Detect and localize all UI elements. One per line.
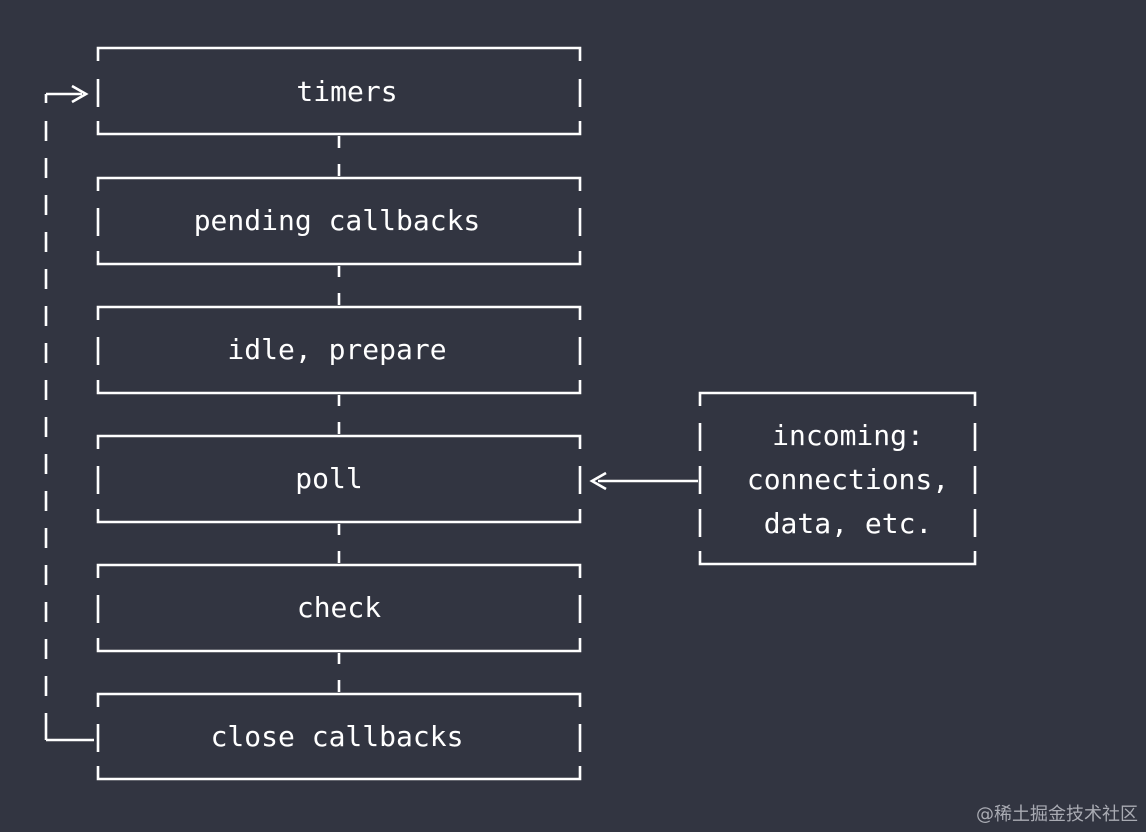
phase-box-close-callbacks bbox=[96, 692, 582, 781]
phase-box-poll bbox=[96, 434, 582, 524]
phase-label-close-callbacks: close callbacks bbox=[210, 720, 464, 753]
loop-back-arrow bbox=[44, 84, 94, 742]
incoming-line-2: connections, bbox=[746, 463, 950, 496]
phase-label-idle-prepare: idle, prepare bbox=[227, 333, 447, 366]
phase-label-timers: timers bbox=[296, 75, 398, 108]
incoming-to-poll-arrow bbox=[589, 471, 698, 491]
incoming-box bbox=[698, 391, 977, 566]
incoming-label: incoming: connections, data, etc. bbox=[702, 414, 994, 546]
phase-label-check: check bbox=[296, 591, 382, 624]
phase-box-idle-prepare bbox=[96, 305, 582, 395]
incoming-line-3: data, etc. bbox=[763, 507, 933, 540]
phase-box-check bbox=[96, 563, 582, 653]
phase-label-poll: poll bbox=[295, 462, 363, 495]
phase-box-pending-callbacks bbox=[96, 176, 582, 266]
phase-box-timers bbox=[96, 46, 582, 136]
watermark: @稀土掘金技术社区 bbox=[976, 804, 1138, 825]
incoming-line-1: incoming: bbox=[772, 419, 924, 452]
phase-label-pending-callbacks: pending callbacks bbox=[193, 204, 481, 237]
